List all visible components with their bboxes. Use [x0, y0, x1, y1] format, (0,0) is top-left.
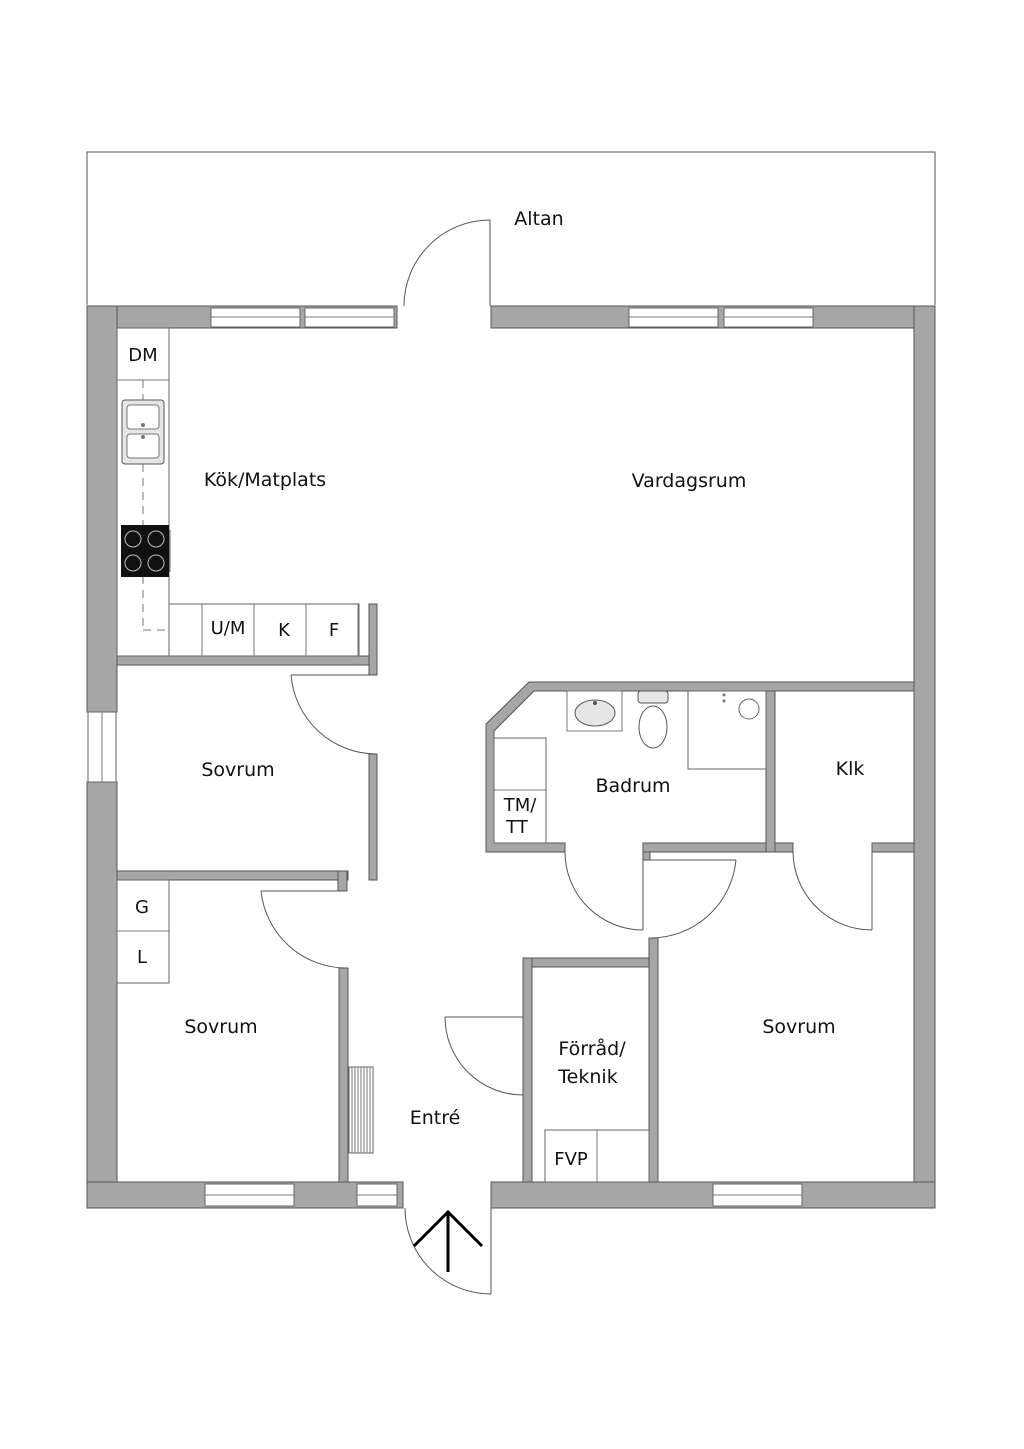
shower-drain-icon	[722, 693, 760, 720]
label-l: L	[137, 947, 147, 968]
label-forrad-1: Förråd/	[558, 1037, 626, 1060]
label-sovrum-2: Sovrum	[184, 1016, 257, 1038]
label-dm: DM	[128, 345, 157, 366]
interior-walls	[116, 603, 915, 1183]
label-um: U/M	[211, 618, 246, 639]
windows	[87, 307, 814, 1207]
label-tmtt-1: TM/	[503, 795, 538, 816]
bathroom-fixtures	[493, 690, 767, 844]
label-forrad-2: Teknik	[557, 1066, 617, 1088]
toilet-icon	[637, 690, 669, 749]
label-sovrum-3: Sovrum	[762, 1016, 835, 1038]
label-g: G	[135, 897, 149, 918]
kitchen-fixtures	[116, 327, 360, 657]
fvp-fixture	[544, 1129, 650, 1183]
outer-walls	[86, 305, 936, 1209]
radiator-icon	[348, 1066, 374, 1154]
label-altan: Altan	[514, 208, 563, 230]
stove-icon	[121, 525, 171, 577]
label-vardagsrum: Vardagsrum	[632, 470, 747, 492]
label-tmtt-2: TT	[505, 817, 529, 838]
label-k: K	[278, 620, 291, 641]
label-kok: Kök/Matplats	[204, 469, 326, 491]
sink-icon	[121, 399, 165, 465]
label-klk: Klk	[836, 758, 865, 780]
label-fvp: FVP	[554, 1149, 588, 1170]
fixture-labels: DM U/M K F G L TM/ TT FVP	[128, 345, 588, 1170]
altan-outline	[86, 151, 936, 305]
room-labels: Altan Kök/Matplats Vardagsrum Sovrum Bad…	[184, 208, 864, 1129]
entrance-arrow-icon	[412, 1209, 484, 1272]
washbasin-icon	[566, 690, 623, 732]
doors	[260, 219, 873, 1295]
wardrobe-fixture	[116, 879, 170, 984]
label-f: F	[329, 620, 339, 641]
label-badrum: Badrum	[595, 775, 670, 797]
label-entre: Entré	[410, 1107, 461, 1129]
label-sovrum-1: Sovrum	[201, 759, 274, 781]
